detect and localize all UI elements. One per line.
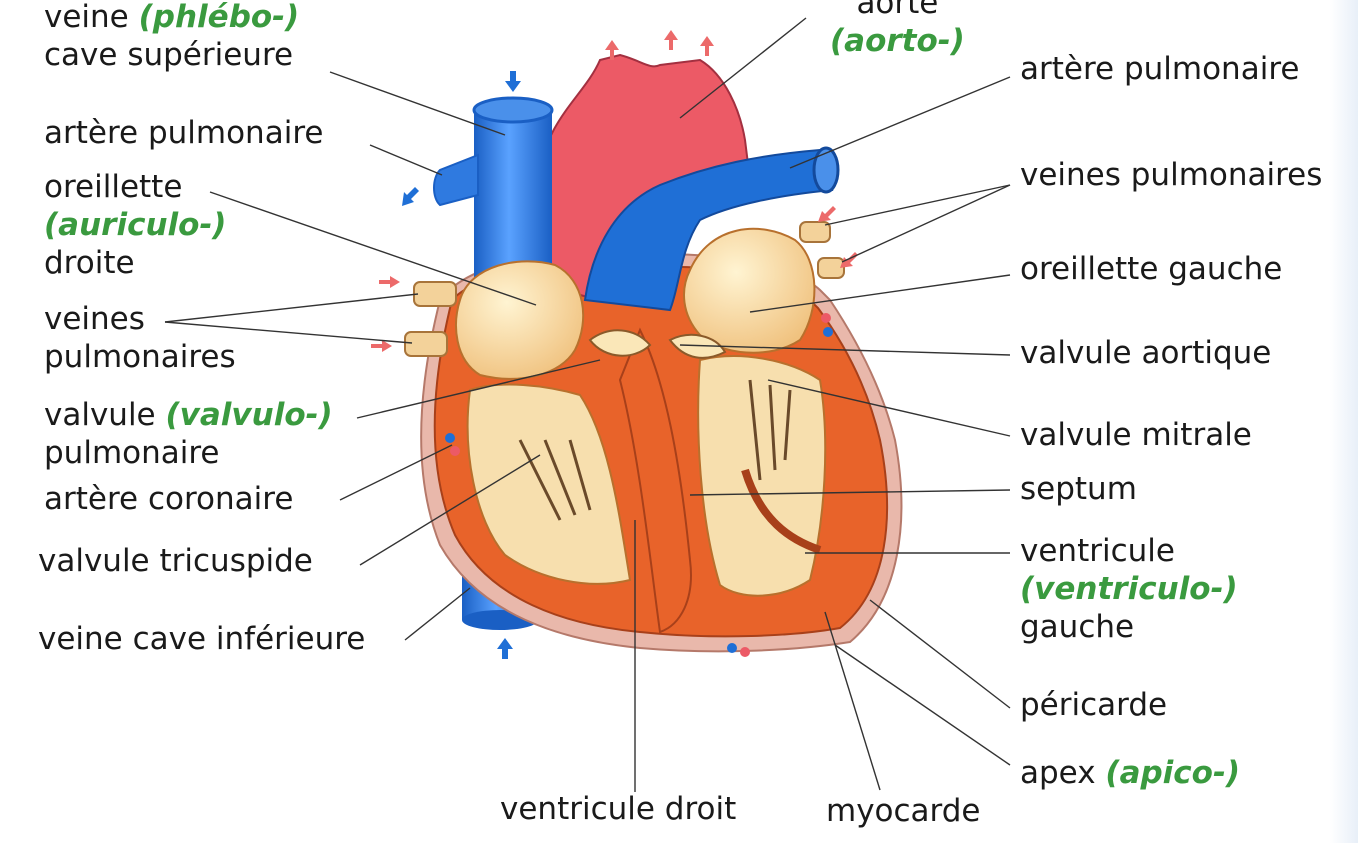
left-ventricle	[697, 355, 827, 597]
label-septum: septum	[1020, 470, 1137, 508]
label-text: aorte	[856, 0, 939, 21]
label-ventricule-droit: ventricule droit	[500, 790, 736, 828]
label-text: artère pulmonaire	[1020, 51, 1300, 87]
label-veines-pulmonaires-left: veines pulmonaires	[44, 300, 236, 376]
label-text: ventricule	[1020, 533, 1175, 569]
label-prefix: (auriculo-)	[44, 207, 227, 243]
label-text: péricarde	[1020, 687, 1168, 723]
label-text: valvule mitrale	[1020, 417, 1252, 453]
label-text: artère pulmonaire	[44, 115, 324, 151]
label-text: veines	[44, 301, 145, 337]
label-artere-pulmonaire-left: artère pulmonaire	[44, 114, 323, 152]
label-text: pulmonaires	[44, 339, 236, 375]
coronary-artery	[821, 313, 831, 323]
label-valvule-aortique: valvule aortique	[1020, 334, 1271, 372]
label-text: oreillette	[44, 169, 183, 205]
left-atrium	[683, 227, 816, 354]
label-prefix: (phlébo-)	[138, 0, 300, 35]
label-apex: apex (apico-)	[1020, 754, 1240, 792]
label-text: veines pulmonaires	[1020, 157, 1323, 193]
label-text: valvule aortique	[1020, 335, 1272, 371]
tricuspid-valve	[518, 439, 592, 521]
pulmonary-vein-stub	[404, 331, 448, 357]
label-text: veine	[44, 0, 139, 35]
pulmonary-vein-stub	[799, 221, 831, 243]
label-prefix: (apico-)	[1105, 755, 1241, 791]
coronary-artery	[823, 327, 833, 337]
right-ventricle	[466, 383, 632, 585]
leader-lines	[164, 17, 1011, 792]
down-arrow-icon	[505, 71, 521, 92]
aortic-valve	[668, 333, 727, 359]
inflow-arrow-icon	[818, 206, 836, 222]
label-veine-cave-superieure: veine (phlébo-) cave supérieure	[44, 0, 299, 74]
label-text: septum	[1020, 471, 1137, 507]
label-text: veine cave inférieure	[38, 621, 366, 657]
coronary-artery	[445, 433, 455, 443]
label-artere-pulmonaire-right: artère pulmonaire	[1020, 50, 1299, 88]
label-valvule-pulmonaire: valvule (valvulo-) pulmonaire	[44, 396, 333, 472]
pulmonary-vein-stub	[817, 257, 845, 279]
label-text: ventricule droit	[500, 791, 737, 827]
label-text: pulmonaire	[44, 435, 220, 471]
septum-wall	[618, 327, 692, 634]
inflow-arrow-icon	[379, 276, 400, 288]
up-arrow-icon	[605, 30, 714, 60]
label-prefix: (valvulo-)	[165, 397, 333, 433]
label-valvule-tricuspide: valvule tricuspide	[38, 542, 313, 580]
label-text: apex	[1020, 755, 1106, 791]
mitral-valve	[748, 379, 792, 481]
label-text: cave supérieure	[44, 37, 294, 73]
label-text: valvule tricuspide	[38, 543, 313, 579]
label-veines-pulmonaires-right: veines pulmonaires	[1020, 156, 1322, 194]
label-text: gauche	[1020, 609, 1135, 645]
pulmonary-vein-stub	[413, 281, 457, 307]
coronary-artery	[740, 647, 750, 657]
up-arrow-icon	[497, 638, 513, 659]
coronary-artery	[450, 446, 460, 456]
label-text: myocarde	[826, 793, 981, 829]
label-text: oreillette gauche	[1020, 251, 1283, 287]
label-prefix: (ventriculo-)	[1020, 571, 1238, 607]
right-atrium	[455, 260, 585, 380]
label-aorte: aorte (aorto-)	[830, 0, 965, 60]
pulmonary-artery-left-branch	[433, 153, 479, 207]
label-veine-cave-inferieure: veine cave inférieure	[38, 620, 365, 658]
label-myocarde: myocarde	[826, 792, 981, 830]
label-valvule-mitrale: valvule mitrale	[1020, 416, 1252, 454]
coronary-artery	[727, 643, 737, 653]
pulmonary-valve	[588, 329, 652, 357]
label-text: artère coronaire	[44, 481, 294, 517]
label-prefix: (aorto-)	[830, 23, 965, 59]
label-text: droite	[44, 245, 135, 281]
superior-vena-cava-opening	[472, 96, 554, 124]
inflow-arrow-icon	[371, 340, 392, 352]
inflow-arrow-icon	[402, 187, 419, 206]
papillary-muscle	[741, 468, 822, 554]
pulmonary-artery-opening	[812, 146, 840, 194]
label-ventricule-gauche: ventricule (ventriculo-) gauche	[1020, 532, 1238, 646]
label-pericarde: péricarde	[1020, 686, 1167, 724]
label-oreillette-droite: oreillette (auriculo-) droite	[44, 168, 226, 282]
page-edge-shading	[1330, 0, 1358, 843]
label-text: valvule	[44, 397, 166, 433]
label-oreillette-gauche: oreillette gauche	[1020, 250, 1282, 288]
label-artere-coronaire: artère coronaire	[44, 480, 293, 518]
